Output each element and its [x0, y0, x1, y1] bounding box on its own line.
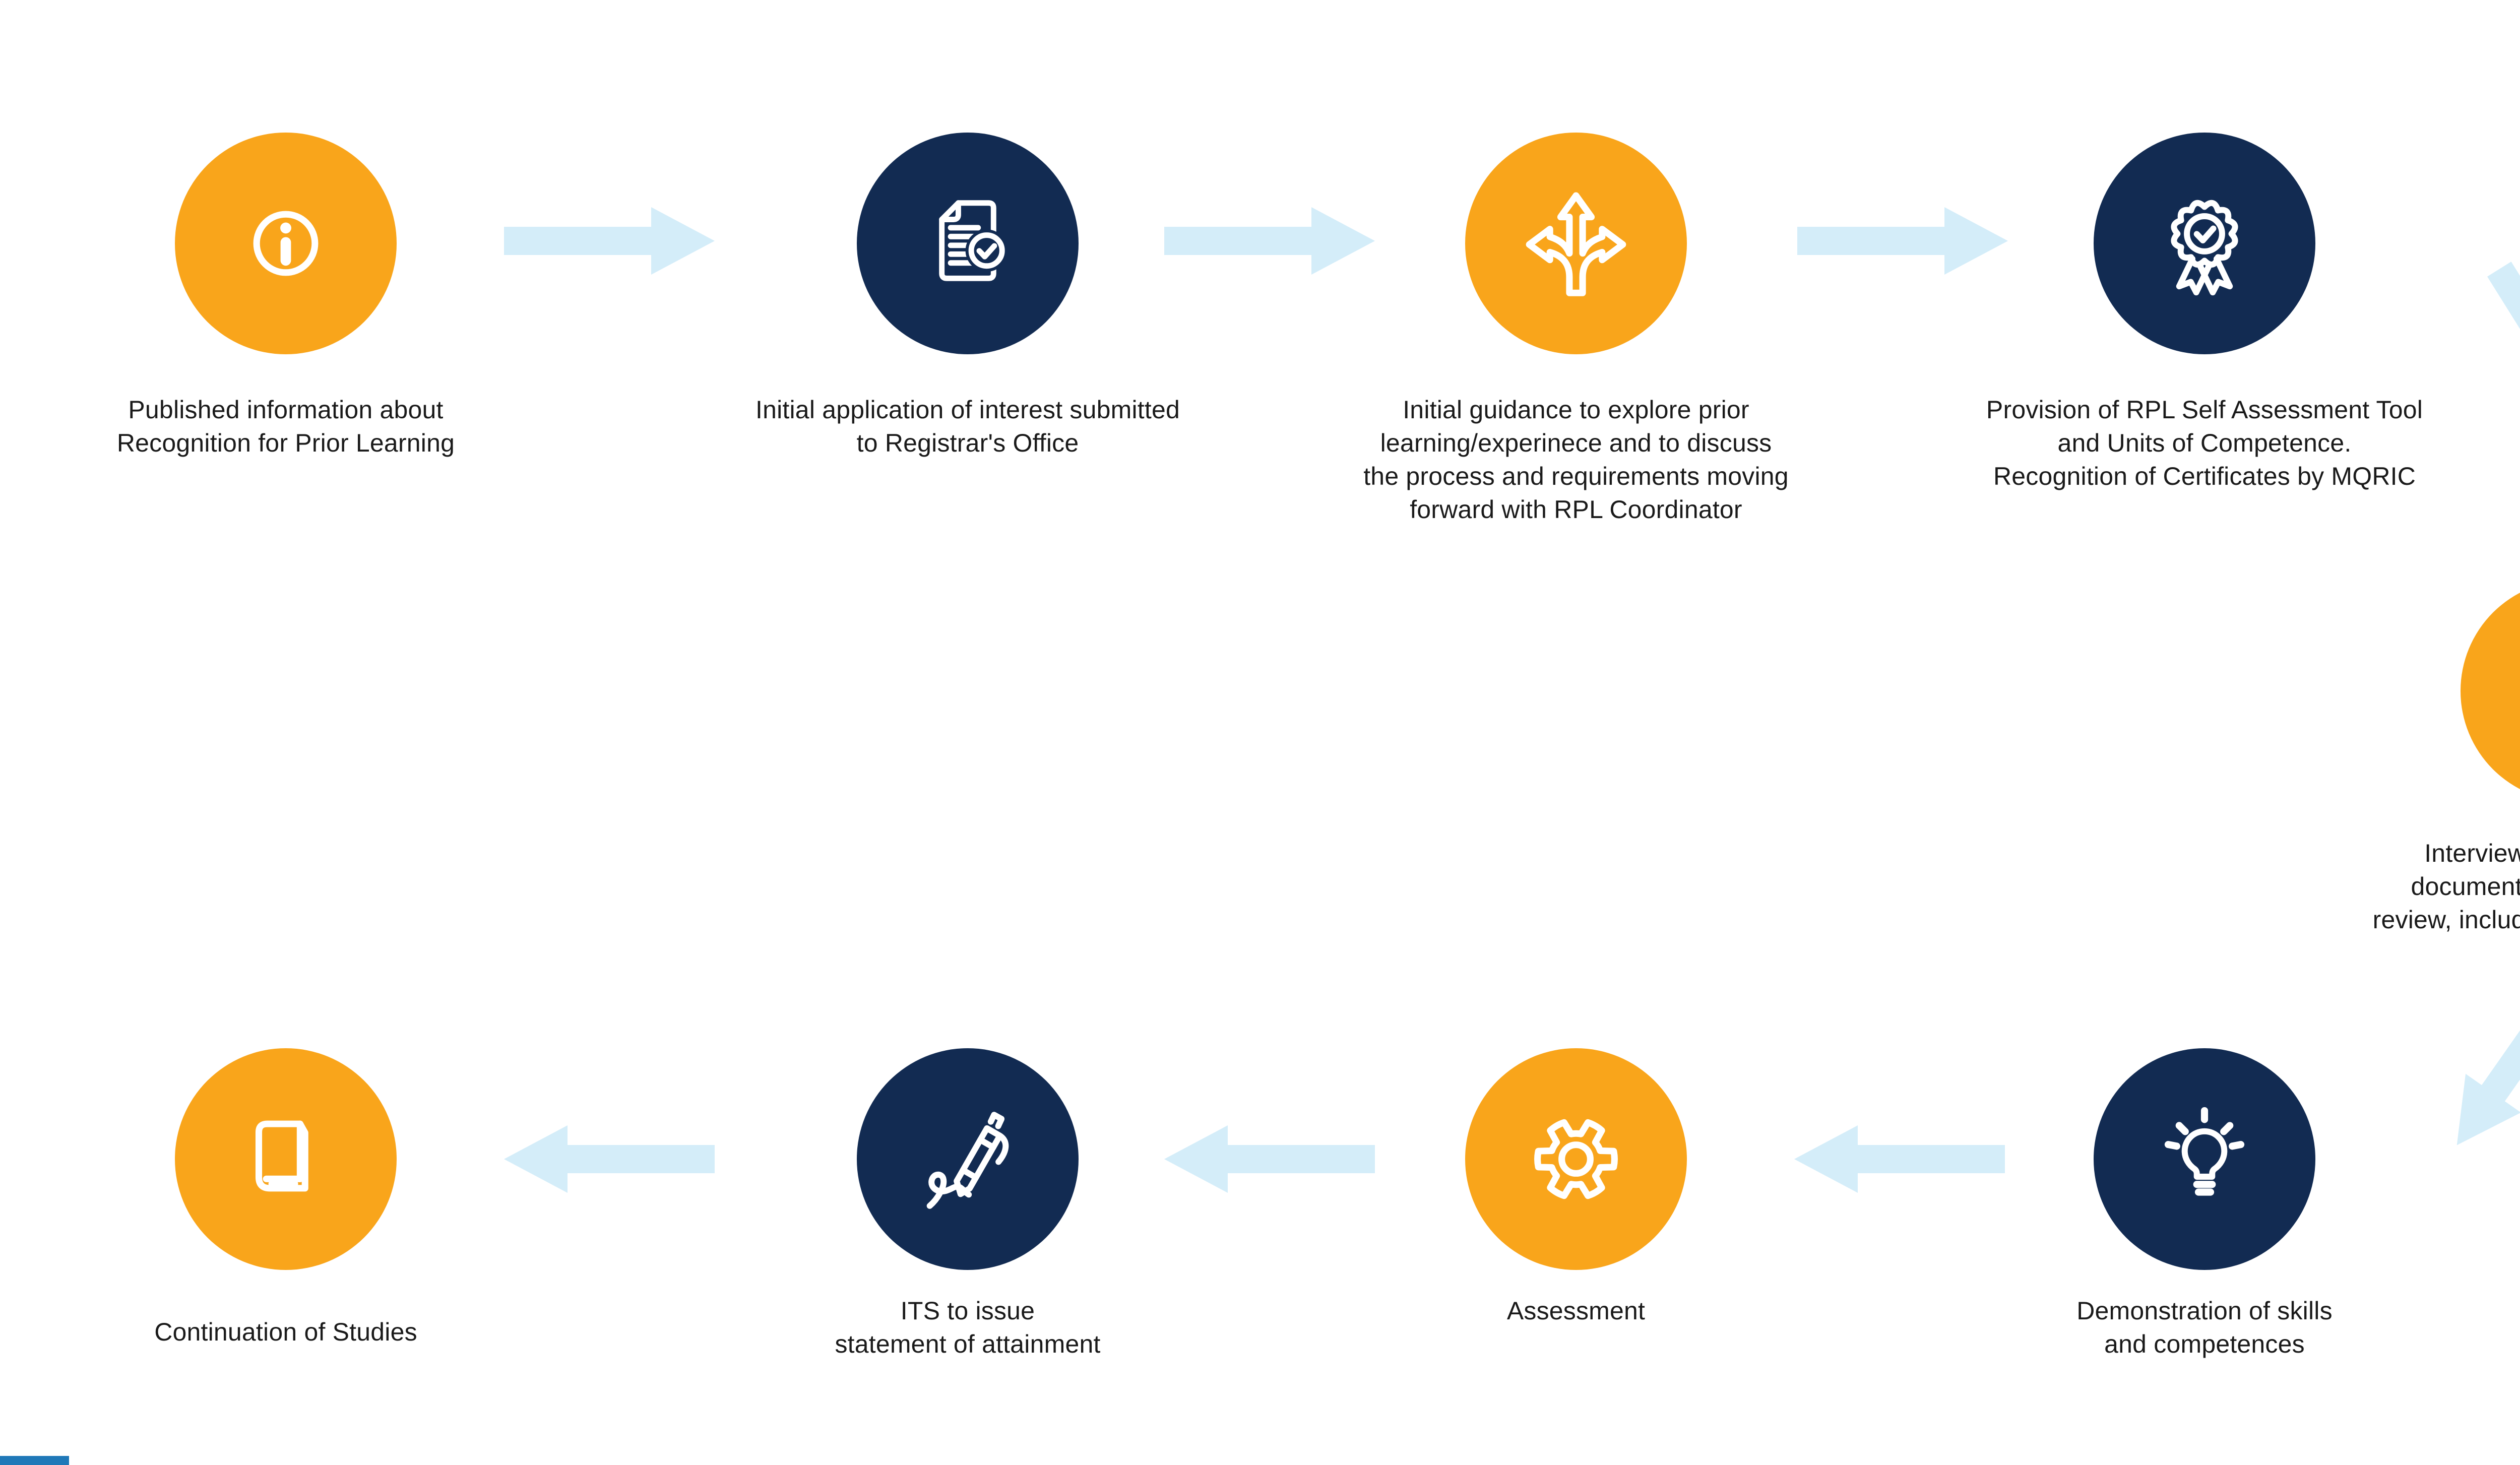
gear-icon — [1534, 1119, 1618, 1199]
award-ribbon-icon — [2171, 200, 2238, 296]
step-badge-8 — [857, 1048, 1079, 1270]
step-badge-6 — [2094, 1048, 2315, 1270]
step-label-1: Published information about Recognition … — [116, 396, 455, 457]
flow-arrow-6 — [1794, 1124, 2006, 1194]
step-badge-2 — [857, 133, 1079, 354]
step-badge-3 — [1465, 133, 1687, 354]
step-badge-1 — [175, 133, 397, 354]
chat-bubble-icon — [2505, 625, 2520, 757]
step-label-8: ITS to issue statement of attainment — [835, 1297, 1101, 1358]
flow-arrow-5 — [2427, 952, 2520, 1166]
step-badge-5 — [2461, 580, 2520, 802]
flow-arrow-1 — [504, 206, 716, 276]
step-label-7: Assessment — [1506, 1297, 1646, 1325]
step-label-3: Initial guidance to explore prior learni… — [1363, 396, 1789, 524]
info-icon — [253, 211, 319, 276]
flow-arrow-4 — [2469, 250, 2520, 467]
step-label-9: Continuation of Studies — [154, 1318, 417, 1346]
document-check-icon — [939, 200, 1008, 281]
flow-arrow-2 — [1164, 206, 1376, 276]
partial-footer-bar — [0, 1456, 69, 1465]
step-label-2: Initial application of interest submitte… — [755, 396, 1180, 457]
book-icon — [255, 1120, 308, 1192]
step-badge-7 — [1465, 1048, 1687, 1270]
step-label-6: Demonstration of skills and competences — [2076, 1297, 2333, 1358]
flow-arrow-7 — [1164, 1124, 1376, 1194]
step-badge-9 — [175, 1048, 397, 1270]
pen-signature-icon — [926, 1112, 1009, 1209]
step-badge-4 — [2094, 133, 2315, 354]
flow-arrow-8 — [504, 1124, 716, 1194]
flow-arrow-3 — [1797, 206, 2009, 276]
step-label-4: Provision of RPL Self Assessment Tool an… — [1986, 396, 2423, 490]
lightbulb-icon — [2164, 1107, 2245, 1196]
three-way-directions-icon — [1526, 192, 1626, 296]
step-label-5: Interview with assessor and document/por… — [2372, 839, 2520, 934]
